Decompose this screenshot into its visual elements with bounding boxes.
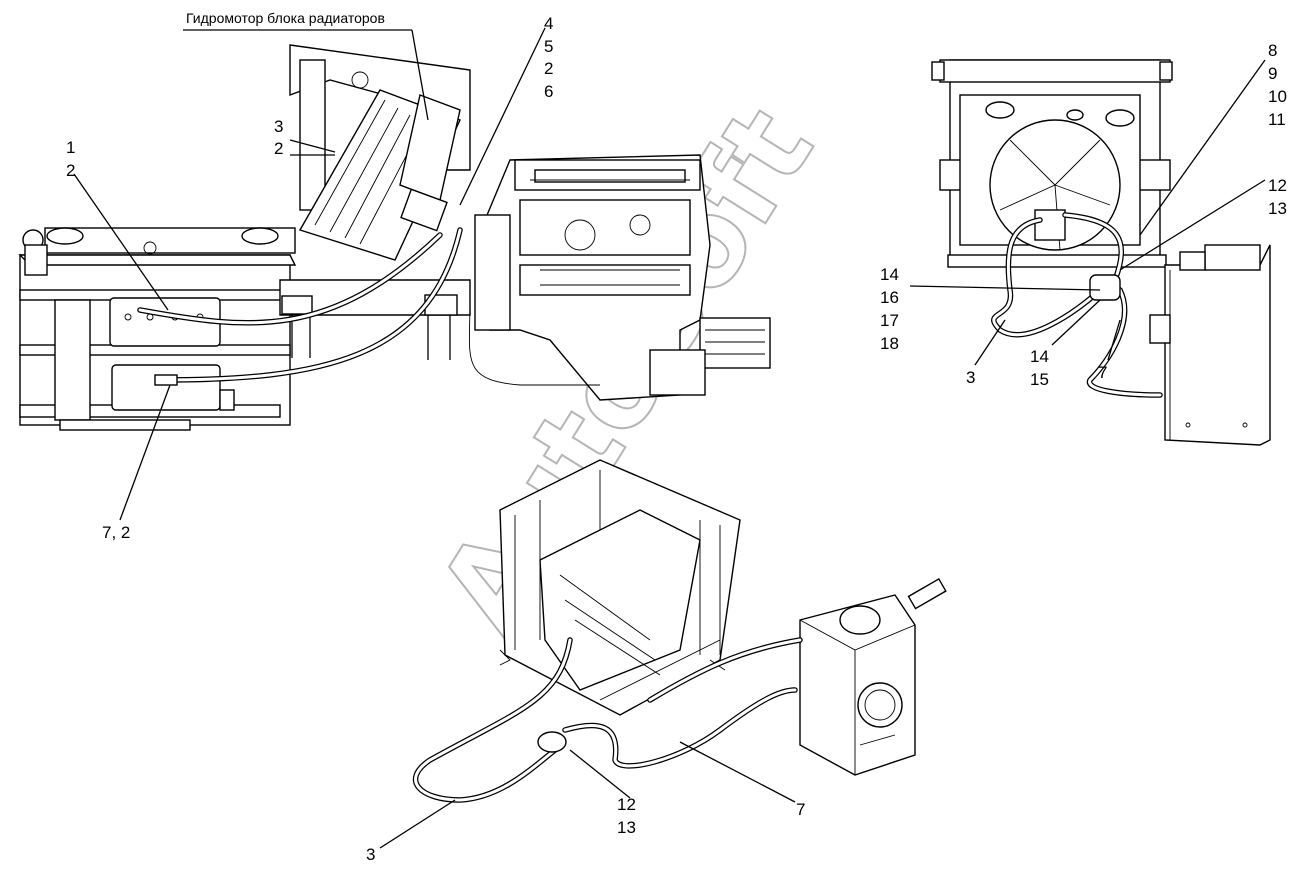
hoses-top-right <box>991 212 1163 398</box>
hydraulic-tank-bottom <box>799 577 947 776</box>
leader-lines <box>73 27 1266 849</box>
label-3: 3 <box>274 117 283 136</box>
label-2: 2 <box>544 59 553 78</box>
label-5: 5 <box>544 37 553 56</box>
label-14: 14 <box>880 265 899 284</box>
machine-frame-left <box>18 227 471 431</box>
label-12: 12 <box>1268 176 1287 195</box>
label-16: 16 <box>880 288 899 307</box>
engine <box>474 154 771 401</box>
label-9: 9 <box>1268 64 1277 83</box>
label-6: 6 <box>544 82 553 101</box>
label-2: 2 <box>66 161 75 180</box>
callout-labels: 1 2 3 2 4 5 2 6 7, 2 8 9 10 11 12 13 14 … <box>66 14 1287 864</box>
hydraulic-tank-top-right <box>1149 244 1271 446</box>
label-13: 13 <box>1268 199 1287 218</box>
label-7: 7 <box>796 800 805 819</box>
radiator-rear-view <box>931 59 1173 268</box>
label-7-2: 7, 2 <box>102 523 130 542</box>
label-11: 11 <box>1268 110 1286 129</box>
label-18: 18 <box>880 334 899 353</box>
radiator-block-top <box>289 44 471 261</box>
label-4: 4 <box>544 14 553 33</box>
label-15: 15 <box>1030 370 1049 389</box>
radiator-frame-iso <box>499 459 741 716</box>
label-13: 13 <box>617 818 636 837</box>
label-7: 7 <box>1098 363 1107 382</box>
hoses-bottom <box>412 637 803 803</box>
label-3: 3 <box>366 845 375 864</box>
label-14: 14 <box>1030 347 1049 366</box>
label-2: 2 <box>274 139 283 158</box>
label-17: 17 <box>880 311 899 330</box>
label-10: 10 <box>1268 87 1287 106</box>
label-1: 1 <box>66 138 75 157</box>
hoses-left <box>137 227 600 386</box>
label-8: 8 <box>1268 41 1277 60</box>
caption-radiator-hydromotor: Гидромотор блока радиаторов <box>186 10 385 26</box>
label-12: 12 <box>617 795 636 814</box>
label-3: 3 <box>966 368 975 387</box>
